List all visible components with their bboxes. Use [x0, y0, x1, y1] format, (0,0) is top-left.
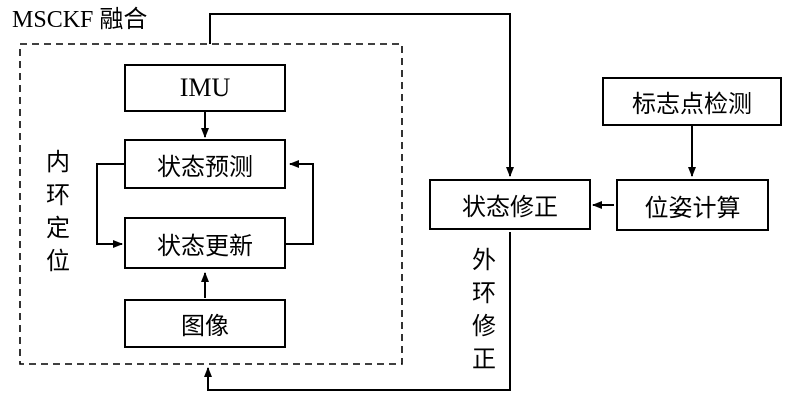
fusion-title: MSCKF 融合	[12, 7, 148, 33]
fusion-frame	[19, 43, 403, 365]
outer-loop-label: 外 环 修 正	[472, 244, 496, 376]
inner-loop-char-3: 定	[46, 214, 70, 242]
imu-box: IMU	[124, 64, 286, 112]
arrow-fusion-to-correct	[209, 13, 514, 177]
state-correct-box: 状态修正	[429, 179, 591, 230]
arrow-predict-to-update	[96, 163, 125, 248]
outer-loop-char-2: 环	[472, 279, 496, 307]
inner-loop-char-1: 内	[46, 148, 70, 176]
inner-loop-label: 内 环 定 位	[46, 146, 70, 278]
state-predict-box: 状态预测	[124, 139, 286, 189]
inner-loop-char-2: 环	[46, 181, 70, 209]
image-box: 图像	[124, 299, 286, 348]
outer-loop-char-3: 修	[472, 312, 496, 340]
inner-loop-char-4: 位	[46, 247, 70, 275]
arrow-update-to-predict	[286, 160, 314, 245]
arrow-correct-to-fusion	[204, 232, 511, 391]
outer-loop-char-4: 正	[472, 345, 496, 373]
state-update-box: 状态更新	[124, 217, 286, 269]
outer-loop-char-1: 外	[472, 246, 496, 274]
pose-calc-box: 位姿计算	[616, 179, 769, 231]
marker-detect-box: 标志点检测	[602, 77, 782, 126]
